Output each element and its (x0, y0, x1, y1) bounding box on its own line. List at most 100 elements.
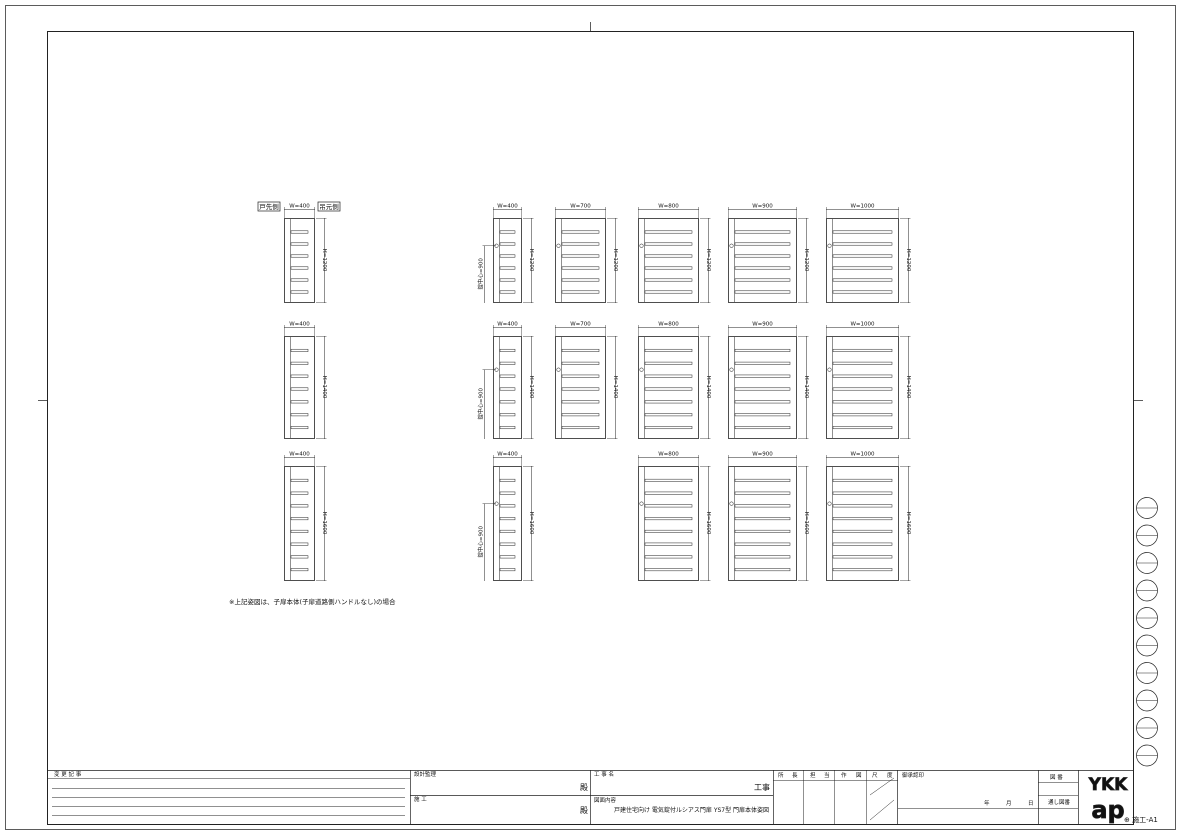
door-bar (644, 555, 693, 559)
door-bar (644, 568, 693, 572)
door-frame (826, 336, 899, 439)
door-bar (644, 426, 693, 430)
lock-symbol (639, 243, 644, 248)
door-bar (499, 374, 516, 378)
door-bar (644, 348, 693, 352)
door-frame (826, 218, 899, 303)
door-bar (561, 254, 600, 258)
door-bar (734, 387, 791, 391)
lock-symbol (827, 367, 832, 372)
door-bar (290, 400, 309, 404)
ap-logo: ap (1091, 796, 1124, 824)
door-bar (499, 348, 516, 352)
handle-center-label: 錠中心=900 (477, 258, 485, 290)
lock-symbol (827, 501, 832, 506)
door-bar (290, 254, 309, 258)
door-bar (644, 374, 693, 378)
door-frame (728, 466, 797, 581)
height-label: H=1200 (705, 249, 711, 272)
lock-symbol (729, 367, 734, 372)
height-label: H=1600 (803, 512, 809, 535)
height-label: H=1400 (528, 376, 534, 399)
width-label: W=800 (658, 452, 679, 458)
height-label: H=1200 (612, 249, 618, 272)
door-bar (734, 242, 791, 246)
door-bar (644, 491, 693, 495)
door-bar (734, 361, 791, 365)
door-bar (832, 542, 893, 546)
door-bar (734, 266, 791, 270)
door-bar (734, 568, 791, 572)
door-bar (290, 290, 309, 294)
door-bar (832, 504, 893, 508)
door-bar (734, 230, 791, 234)
door-frame (493, 336, 522, 439)
stamp-header-5: 図 (856, 772, 862, 779)
door-bar (644, 517, 693, 521)
door-bar (734, 517, 791, 521)
door-bar (832, 290, 893, 294)
door-bar (561, 230, 600, 234)
door-bar (644, 478, 693, 482)
door-bar (644, 504, 693, 508)
handle-center-label: 錠中心=900 (477, 526, 485, 558)
width-label: W=900 (752, 322, 773, 328)
month-label: 月 (1006, 800, 1012, 807)
width-label: W=400 (497, 452, 518, 458)
door-elevations: W=400H=1200W=400H=1400W=400H=1600W=400H=… (284, 204, 911, 581)
tsuri-label: 吊元側 (319, 203, 339, 211)
door-bar (644, 529, 693, 533)
door-bar (734, 504, 791, 508)
lock-symbol (729, 501, 734, 506)
tsuri-box (317, 201, 341, 212)
stamp-header-6: 尺 (872, 772, 878, 779)
door-bar (499, 426, 516, 430)
width-label: W=400 (497, 204, 518, 210)
door-bar (561, 374, 600, 378)
width-label: W=400 (289, 204, 310, 210)
height-label: H=1600 (528, 512, 534, 535)
day-label: 日 (1028, 800, 1034, 807)
door-bar (644, 400, 693, 404)
width-label: W=700 (570, 322, 591, 328)
door-bar (832, 242, 893, 246)
width-label: W=700 (570, 204, 591, 210)
door-bar (290, 542, 309, 546)
drawing-no-label: 図 番 (1050, 774, 1063, 781)
door-frame (728, 218, 797, 303)
door-frame (555, 218, 606, 303)
lock-symbol (556, 243, 561, 248)
door-bar (290, 504, 309, 508)
door-bar (561, 400, 600, 404)
door-bar (561, 266, 600, 270)
height-label: H=1600 (905, 512, 911, 535)
ykk-logo: YKK (1088, 775, 1128, 795)
height-label: H=1600 (705, 512, 711, 535)
door-bar (499, 491, 516, 495)
width-label: W=1000 (850, 204, 875, 210)
door-frame (638, 218, 699, 303)
height-label: H=1400 (321, 376, 327, 399)
stamp-header-4: 作 (841, 771, 847, 779)
door-bar (644, 542, 693, 546)
door-bar (290, 491, 309, 495)
door-bar (499, 230, 516, 234)
door-bar (499, 542, 516, 546)
height-label: H=1200 (321, 249, 327, 272)
door-bar (290, 555, 309, 559)
door-frame (284, 466, 315, 581)
door-bar (499, 400, 516, 404)
door-bar (734, 542, 791, 546)
